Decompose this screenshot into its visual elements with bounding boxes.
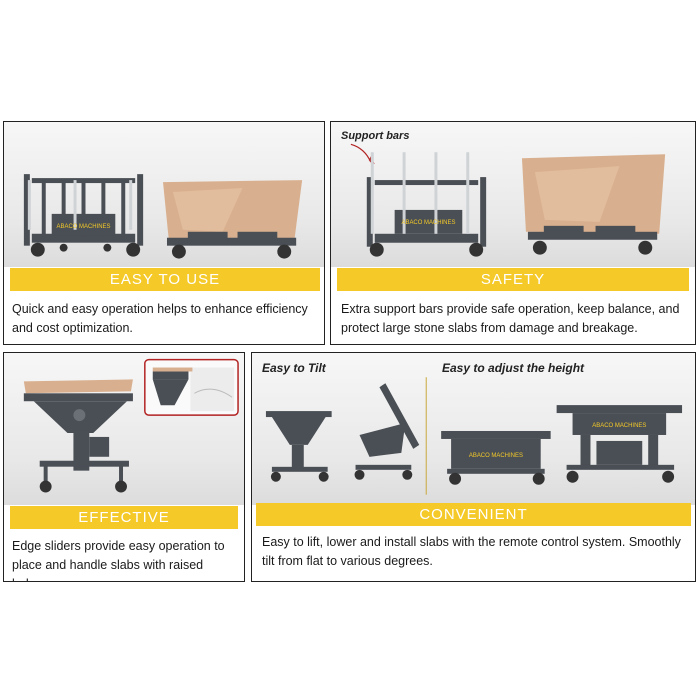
brand-plate: ABACO MACHINES: [402, 220, 456, 226]
title-bar: SAFETY: [337, 268, 689, 291]
brand-plate: ABACO MACHINES: [469, 453, 523, 459]
height-label: Easy to adjust the height: [442, 361, 585, 375]
title-bar: EASY TO USE: [10, 268, 320, 291]
brand-plate: ABACO MACHINES: [57, 224, 111, 230]
description: Edge sliders provide easy operation to p…: [12, 539, 225, 581]
panel-safety: ABACO MACHINES Support bars SAFETY Extra…: [330, 121, 696, 345]
title-bar: CONVENIENT: [256, 503, 691, 526]
description: Quick and easy operation helps to enhanc…: [12, 302, 308, 335]
tilt-label: Easy to Tilt: [262, 361, 326, 375]
panel-effective: EFFECTIVE Edge sliders provide easy oper…: [3, 352, 245, 582]
callout-label: Support bars: [341, 130, 410, 142]
description: Easy to lift, lower and install slabs wi…: [262, 535, 681, 568]
product-image-edge-sliders: [4, 353, 244, 505]
panel-convenient: ABACO MACHINES ABACO MACHINES Easy to Ti…: [251, 352, 696, 582]
panel-easy-to-use: ABACO MACHINES EASY TO USE Quick and eas…: [3, 121, 325, 345]
product-image-support-bars: ABACO MACHINES Support bars: [331, 122, 695, 267]
brand-plate: ABACO MACHINES: [592, 423, 646, 429]
title-bar: EFFECTIVE: [10, 506, 238, 529]
product-image-tilt-and-height: ABACO MACHINES ABACO MACHINES Easy to Ti…: [252, 353, 695, 505]
product-image-cart-and-slab: ABACO MACHINES: [4, 122, 324, 267]
description: Extra support bars provide safe operatio…: [341, 302, 680, 335]
